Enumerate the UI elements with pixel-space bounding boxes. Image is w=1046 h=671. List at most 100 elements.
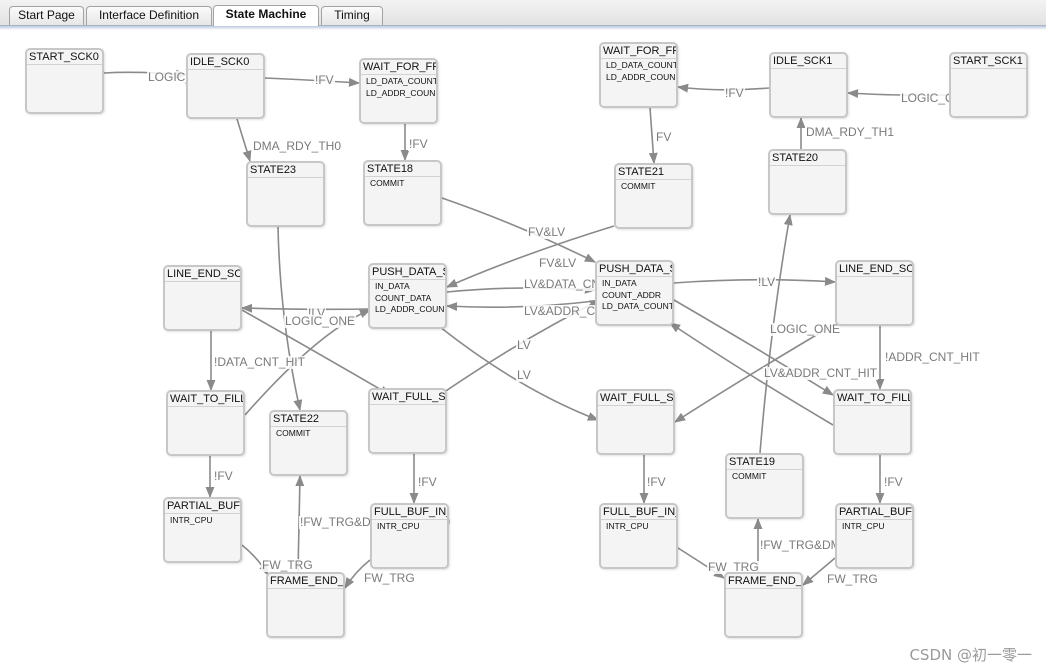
transition-t-le0-wf0[interactable] (241, 309, 391, 396)
state-action: LD_ADDR_COUN (366, 87, 436, 98)
transition-t-s21-push0[interactable] (445, 225, 615, 288)
transition-t-le1-wfs1[interactable] (674, 323, 836, 423)
transition-label: !DATA_CNT_HIT (213, 355, 306, 369)
transition-t-s18-push1[interactable] (441, 197, 597, 263)
transition-t-push1-le1[interactable] (673, 276, 837, 286)
transition-label: !FV (724, 86, 745, 100)
transition-label: FW_TRG (826, 572, 879, 586)
state-name: IDLE_SCK0 (188, 55, 263, 70)
state-name: STATE20 (770, 151, 845, 166)
state-name: FULL_BUF_IN_SCK1 (601, 506, 676, 520)
transition-t-idle0-wait0[interactable] (264, 77, 361, 87)
tab-state-machine[interactable]: State Machine (213, 5, 319, 26)
state-action: INTR_CPU (170, 515, 213, 525)
state-full-buf-in-s0[interactable]: FULL_BUF_IN_SCK0INTR_CPU (370, 503, 449, 569)
state-name: WAIT_TO_FILL_BUF (835, 391, 910, 406)
state-action: COMMIT (370, 178, 405, 188)
state-name: WAIT_TO_FILL_BUF (168, 392, 243, 407)
transition-t-wtf0-le0[interactable] (244, 309, 372, 416)
transition-label: !FV (883, 475, 904, 489)
state-action: IN_DATA (375, 281, 410, 291)
state-action: LD_DATA_COUNT (366, 76, 438, 86)
transition-label: FW_TRG (261, 558, 314, 572)
state-name: PUSH_DATA_SCK0 (370, 265, 445, 280)
transition-label: FV (655, 130, 673, 144)
state-wait-to-fill-1[interactable]: WAIT_TO_FILL_BUF (833, 389, 912, 455)
state-name: WAIT_FOR_FRA (601, 44, 676, 59)
transition-t-fb1-fe1[interactable] (677, 547, 725, 579)
transition-t-pb1-fe1[interactable] (802, 557, 836, 586)
state-idle-sck0[interactable]: IDLE_SCK0 (186, 53, 265, 119)
transition-t-idle1-wait1[interactable] (676, 83, 770, 93)
transition-t-wtf1-push0[interactable] (669, 322, 834, 426)
state-name: LINE_END_SCK0 (165, 267, 240, 282)
transition-label: !FV (417, 475, 438, 489)
state-name: FRAME_END_SCK1 (726, 575, 801, 589)
tab-timing[interactable]: Timing (321, 6, 383, 25)
state-name: START_SCK1 (951, 54, 1026, 69)
transition-label: FW_TRG (707, 560, 760, 574)
state-idle-sck1[interactable]: IDLE_SCK1 (769, 52, 848, 118)
transition-t-wfs1-le1-dummy[interactable] (673, 299, 834, 396)
transition-t-idle0-s23[interactable] (236, 118, 252, 163)
transition-label: !FV (213, 469, 234, 483)
transition-label: !ADDR_CNT_HIT (884, 350, 981, 364)
state-name: WAIT_FULL_SCK0 (370, 391, 445, 405)
transition-label: LV&ADDR_CNT_HIT (763, 366, 879, 380)
state-name: START_SCK0 (27, 50, 102, 65)
state-state20[interactable]: STATE20 (768, 149, 847, 215)
state-full-buf-in-s1[interactable]: FULL_BUF_IN_SCK1INTR_CPU (599, 503, 678, 569)
transition-label: FW_TRG (363, 571, 416, 585)
state-start-sck1[interactable]: START_SCK1 (949, 52, 1028, 118)
state-frame-end-s1[interactable]: FRAME_END_SCK1 (724, 572, 803, 638)
state-name: PARTIAL_BUF_IN (165, 500, 240, 514)
tab-bar-shadow (0, 26, 1046, 30)
state-name: PARTIAL_BUF_IN (837, 506, 912, 520)
state-action: INTR_CPU (377, 521, 420, 531)
state-push-data-sck0[interactable]: PUSH_DATA_SCK0IN_DATACOUNT_DATALD_ADDR_C… (368, 263, 447, 329)
state-state23[interactable]: STATE23 (246, 161, 325, 227)
state-push-data-sck1[interactable]: PUSH_DATA_SCK1IN_DATACOUNT_ADDRLD_DATA_C… (595, 260, 674, 326)
transition-t-wait1-s21[interactable] (648, 107, 658, 165)
state-name: WAIT_FOR_FRA (361, 60, 436, 75)
state-start-sck0[interactable]: START_SCK0 (25, 48, 104, 114)
tab-interface-definition[interactable]: Interface Definition (86, 6, 212, 25)
state-action: COMMIT (732, 471, 767, 481)
state-wait-to-fill-0[interactable]: WAIT_TO_FILL_BUF (166, 390, 245, 456)
state-wait-full-sck1[interactable]: WAIT_FULL_SCK1 (596, 389, 675, 455)
state-wait-full-sck0[interactable]: WAIT_FULL_SCK0 (368, 388, 447, 454)
state-action: LD_ADDR_COUN (375, 304, 445, 314)
transition-label: !FV (646, 475, 667, 489)
state-name: FULL_BUF_IN_SCK0 (372, 506, 447, 520)
transition-label: !FV (314, 73, 335, 87)
state-name: FRAME_END_SCK0 (268, 575, 343, 589)
tab-start-page[interactable]: Start Page (9, 6, 84, 25)
transition-t-push0-le0[interactable] (240, 303, 369, 313)
state-action: LD_ADDR_COUN (606, 71, 676, 82)
transition-label: LV (516, 338, 532, 352)
transition-t-fb0-fe0[interactable] (344, 559, 371, 589)
transition-label: DMA_RDY_TH0 (252, 139, 343, 153)
transition-t-push1-push0[interactable] (445, 300, 596, 312)
state-line-end-sck0[interactable]: LINE_END_SCK0 (163, 265, 242, 331)
state-frame-end-s0[interactable]: FRAME_END_SCK0 (266, 572, 345, 638)
state-line-end-sck1[interactable]: LINE_END_SCK1 (835, 260, 914, 326)
transition-label: LV (516, 368, 532, 382)
state-name: STATE21 (616, 165, 691, 180)
transition-label: FV&LV (527, 225, 567, 239)
state-name: PUSH_DATA_SCK1 (597, 262, 672, 277)
transition-label: LOGIC_ONE (769, 322, 842, 336)
tab-bar: Start Page Interface Definition State Ma… (0, 0, 1046, 26)
transition-label: !LV (757, 275, 777, 289)
transition-label: DMA_RDY_TH1 (805, 125, 896, 139)
transition-label: LOGIC_ONE (284, 314, 357, 328)
